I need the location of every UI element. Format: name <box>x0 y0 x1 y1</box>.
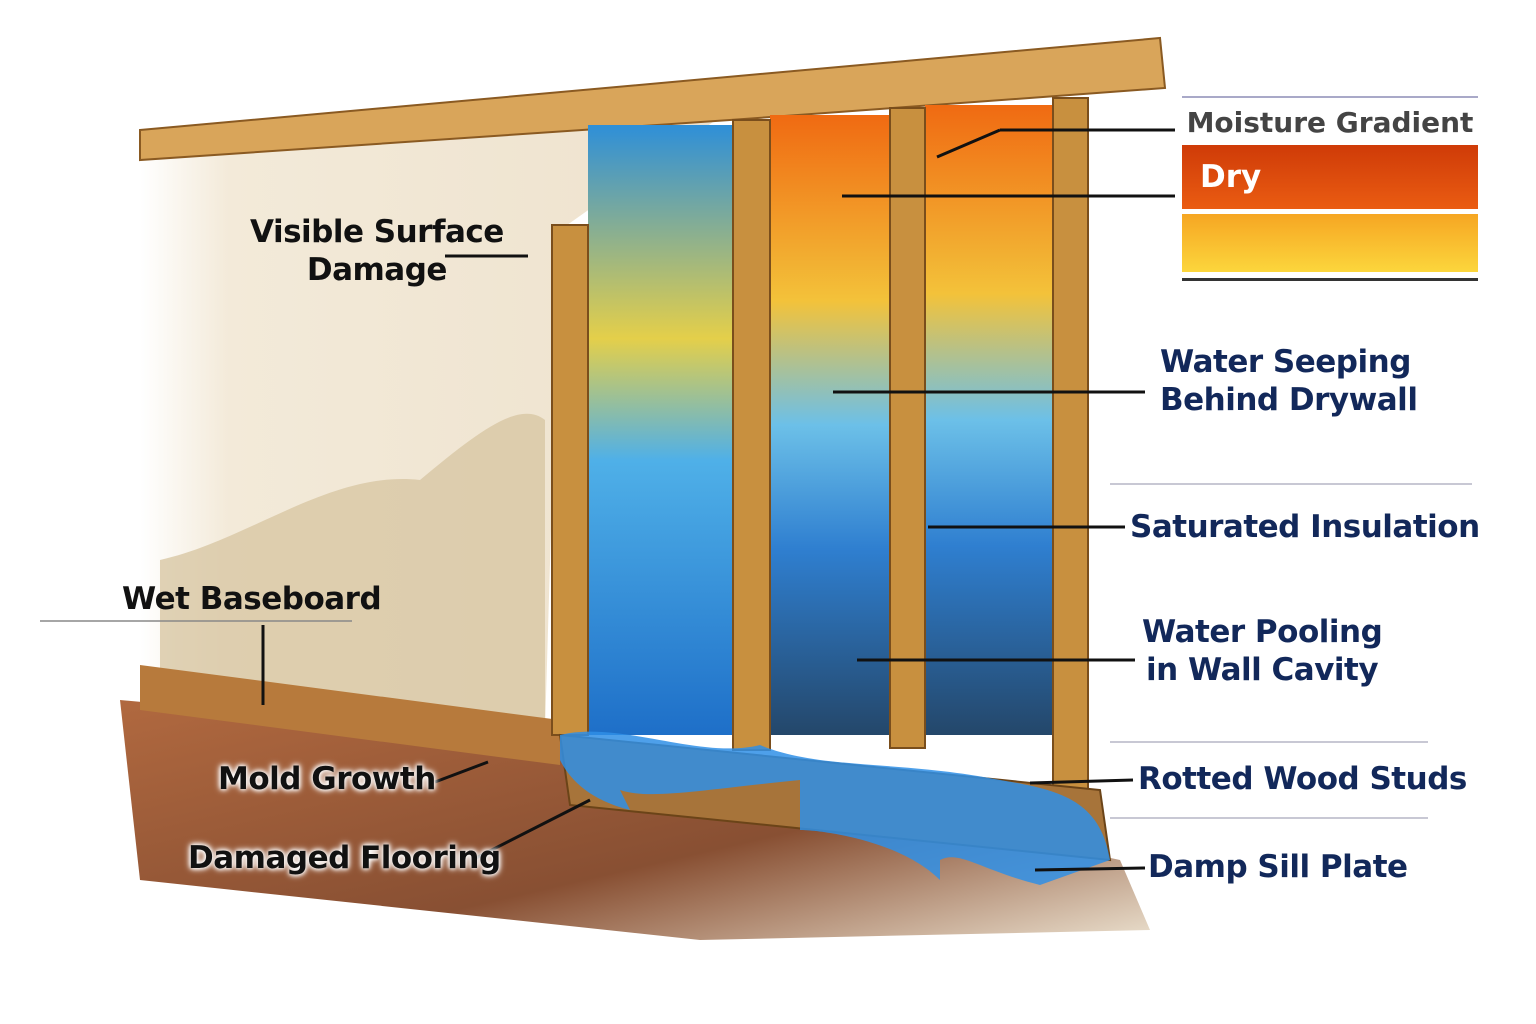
divider-lines <box>1110 483 1472 819</box>
water-puddle <box>560 731 1110 885</box>
legend-level-dry: Dry <box>1182 145 1478 209</box>
stud <box>732 119 771 751</box>
stud <box>551 224 589 736</box>
top-plate <box>139 36 1167 162</box>
legend-level-moderate <box>1182 214 1478 272</box>
stud <box>889 107 926 749</box>
wall-cavity-1 <box>588 125 733 735</box>
moisture-gradient-legend: Moisture Gradient Dry <box>1182 96 1478 281</box>
label-line: in Wall Cavity <box>1146 652 1379 688</box>
stud <box>1052 97 1089 799</box>
label-mold-growth: Mold Growth <box>218 761 436 797</box>
label-visible-surface-damage: Visible Surface Damage <box>250 213 504 289</box>
legend-rule <box>1182 96 1478 98</box>
label-saturated-insulation: Saturated Insulation <box>1130 509 1480 545</box>
label-line: Damage <box>306 252 448 288</box>
mold-stains <box>160 413 545 730</box>
label-line: Visible Surface <box>250 214 504 250</box>
label-line: Water Seeping <box>1160 344 1411 380</box>
label-water-pooling: Water Pooling in Wall Cavity <box>1142 613 1383 689</box>
legend-rule <box>1182 278 1478 281</box>
wall-cavity-2 <box>770 115 890 735</box>
label-water-seeping: Water Seeping Behind Drywall <box>1160 343 1418 419</box>
baseboard <box>140 665 560 765</box>
wall-cavity-3 <box>925 105 1053 735</box>
label-damaged-flooring: Damaged Flooring <box>188 840 501 876</box>
label-wet-baseboard: Wet Baseboard <box>122 581 382 617</box>
label-line: Water Pooling <box>1142 614 1383 650</box>
legend-title: Moisture Gradient <box>1186 106 1474 139</box>
floor <box>120 700 1150 940</box>
label-damp-sill-plate: Damp Sill Plate <box>1148 849 1408 885</box>
label-line: Behind Drywall <box>1160 382 1418 418</box>
leader-lines <box>40 128 1175 872</box>
label-rotted-wood-studs: Rotted Wood Studs <box>1138 761 1467 797</box>
